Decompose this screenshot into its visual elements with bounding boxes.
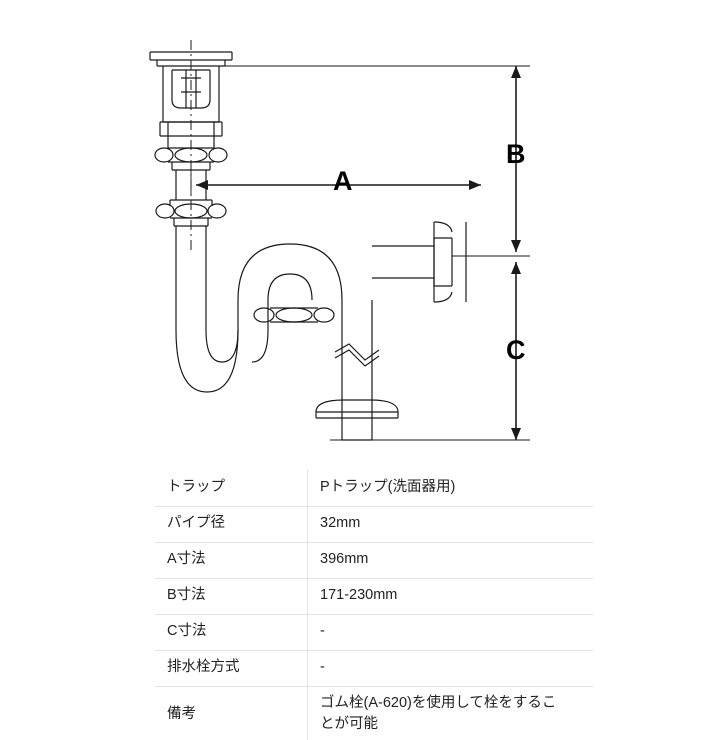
spec-value: -: [307, 649, 593, 687]
table-row: A寸法 396mm: [155, 541, 593, 579]
spec-key: B寸法: [155, 577, 308, 615]
dimension-label-b: B: [506, 139, 526, 169]
riser-pipe: [237, 300, 269, 363]
spec-key: A寸法: [155, 541, 308, 579]
riser-wing-nut: [253, 307, 335, 323]
p-trap-diagram: [149, 40, 530, 441]
wall-outlet-arm: [372, 237, 453, 287]
page-root: A B C トラップ Pトラップ(洗面器用) パイプ径 32mm A寸法 396…: [149, 40, 593, 740]
spec-value: Pトラップ(洗面器用): [307, 470, 593, 507]
spec-key: トラップ: [155, 470, 308, 507]
table-row: 排水栓方式 -: [155, 649, 593, 687]
break-symbol: [334, 343, 380, 367]
spec-key: 排水栓方式: [155, 649, 308, 687]
table-row: C寸法 -: [155, 613, 593, 651]
dimension-label-c: C: [506, 335, 526, 365]
spec-value-text: ゴム栓(A-620)を使用して栓をすることが可能: [320, 695, 557, 733]
upper-nut: [159, 121, 223, 137]
table-row: パイプ径 32mm: [155, 505, 593, 543]
u-bend: [175, 329, 239, 393]
dimension-label-a: A: [333, 166, 353, 196]
spec-value: 32mm: [307, 505, 593, 543]
table-row: 備考 ゴム栓(A-620)を使用して栓をすることが可能: [155, 685, 593, 740]
dimension-extension-lines: [192, 65, 530, 441]
tailpipe-vertical: [175, 226, 207, 330]
dimension-B: [511, 66, 521, 252]
dimension-C: [511, 262, 521, 440]
diagram-area: A B C: [149, 40, 530, 441]
table-row: トラップ Pトラップ(洗面器用): [155, 470, 593, 507]
wing-nut-lower: [155, 199, 227, 227]
spec-value: 171-230mm: [307, 577, 593, 615]
spec-key: パイプ径: [155, 505, 308, 543]
table-row: B寸法 171-230mm: [155, 577, 593, 615]
spec-value: ゴム栓(A-620)を使用して栓をすることが可能: [307, 685, 593, 740]
floor-escutcheon: [315, 399, 399, 419]
wall-flange: [433, 221, 453, 303]
dimension-A: [196, 180, 481, 190]
spec-key: C寸法: [155, 613, 308, 651]
spec-value: -: [307, 613, 593, 651]
spec-value: 396mm: [307, 541, 593, 579]
trap-crown: [237, 243, 343, 301]
spec-table: トラップ Pトラップ(洗面器用) パイプ径 32mm A寸法 396mm B寸法…: [155, 470, 593, 740]
outlet-down-pipe: [341, 300, 373, 441]
spec-key: 備考: [155, 685, 308, 740]
